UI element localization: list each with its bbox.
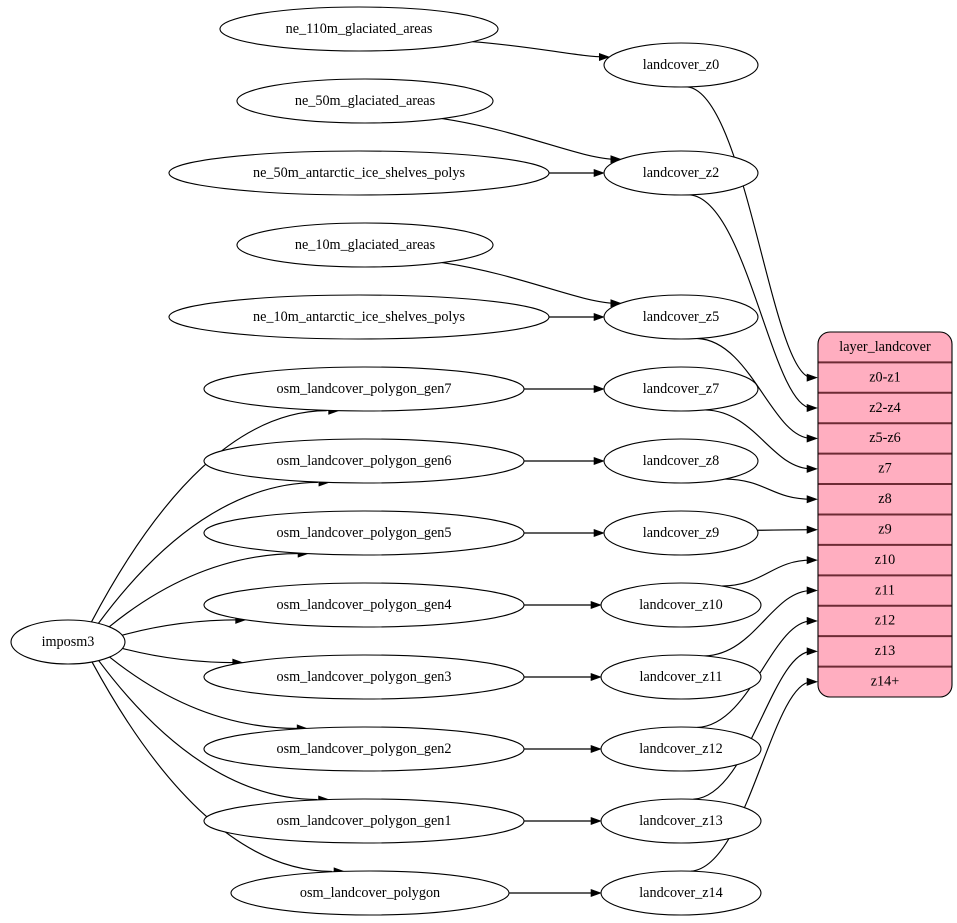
edge-landcover_z13-to-layer_landcover-z13 <box>693 647 818 800</box>
edge-osm_landcover_polygon_gen7-to-landcover_z7 <box>524 384 605 394</box>
node-osm_landcover_polygon[interactable]: osm_landcover_polygon <box>230 870 510 916</box>
node-imposm3[interactable]: imposm3 <box>10 619 126 665</box>
node-landcover_z13[interactable]: landcover_z13 <box>600 798 762 844</box>
node-ne_50m_antarctic_ice_shelves_polys[interactable]: ne_50m_antarctic_ice_shelves_polys <box>168 150 550 196</box>
node-landcover_z0[interactable]: landcover_z0 <box>603 42 759 88</box>
node-osm_landcover_polygon_gen7[interactable]: osm_landcover_polygon_gen7 <box>203 366 525 412</box>
node-osm_landcover_polygon_gen1[interactable]: osm_landcover_polygon_gen1 <box>203 798 525 844</box>
edge-landcover_z11-to-layer_landcover-z11 <box>704 586 818 657</box>
node-layer-landcover[interactable]: layer_landcoverz0-z1z2-z4z5-z6z7z8z9z10z… <box>817 331 953 698</box>
node-landcover_z11[interactable]: landcover_z11 <box>600 654 762 700</box>
node-osm_landcover_polygon_gen4[interactable]: osm_landcover_polygon_gen4 <box>203 582 525 628</box>
edge-osm_landcover_polygon_gen3-to-landcover_z11 <box>524 672 602 682</box>
node-landcover_z14[interactable]: landcover_z14 <box>600 870 762 916</box>
node-osm_landcover_polygon_gen6[interactable]: osm_landcover_polygon_gen6 <box>203 438 525 484</box>
edge-landcover_z14-to-layer_landcover-z14- <box>690 677 818 872</box>
edge-osm_landcover_polygon_gen2-to-landcover_z12 <box>523 744 602 754</box>
edge-landcover_z0-to-layer_landcover-z0-z1 <box>687 86 818 382</box>
node-landcover_z10[interactable]: landcover_z10 <box>600 582 762 628</box>
edge-landcover_z9-to-layer_landcover-z9 <box>757 525 818 534</box>
edge-ne_10m_antarctic_ice_shelves_polys-to-landcover_z5 <box>549 312 605 322</box>
edge-landcover_z7-to-layer_landcover-z7 <box>705 409 818 473</box>
edge-osm_landcover_polygon_gen4-to-landcover_z10 <box>524 600 602 610</box>
node-osm_landcover_polygon_gen3[interactable]: osm_landcover_polygon_gen3 <box>203 654 525 700</box>
edge-osm_landcover_polygon-to-landcover_z14 <box>508 888 602 898</box>
node-ne_10m_antarctic_ice_shelves_polys[interactable]: ne_10m_antarctic_ice_shelves_polys <box>168 294 550 340</box>
node-landcover_z7[interactable]: landcover_z7 <box>603 366 759 412</box>
edge-ne_110m_glaciated_areas-to-landcover_z0 <box>472 41 611 62</box>
node-ne_110m_glaciated_areas[interactable]: ne_110m_glaciated_areas <box>219 6 499 52</box>
node-landcover_z8[interactable]: landcover_z8 <box>603 438 759 484</box>
edge-landcover_z2-to-layer_landcover-z2-z4 <box>689 194 818 413</box>
node-landcover_z12[interactable]: landcover_z12 <box>600 726 762 772</box>
node-landcover_z9[interactable]: landcover_z9 <box>603 510 759 556</box>
node-osm_landcover_polygon_gen5[interactable]: osm_landcover_polygon_gen5 <box>203 510 525 556</box>
edge-osm_landcover_polygon_gen1-to-landcover_z13 <box>524 816 602 826</box>
node-ne_50m_glaciated_areas[interactable]: ne_50m_glaciated_areas <box>236 78 494 124</box>
edge-imposm3-to-osm_landcover_polygon_gen3 <box>122 647 244 667</box>
edge-imposm3-to-osm_landcover_polygon_gen4 <box>122 615 247 636</box>
edge-osm_landcover_polygon_gen6-to-landcover_z8 <box>524 456 605 466</box>
node-ne_10m_glaciated_areas[interactable]: ne_10m_glaciated_areas <box>236 222 494 268</box>
node-osm_landcover_polygon_gen2[interactable]: osm_landcover_polygon_gen2 <box>203 726 525 772</box>
edge-landcover_z8-to-layer_landcover-z8 <box>724 478 818 504</box>
layer-landcover-table: layer_landcoverz0-z1z2-z4z5-z6z7z8z9z10z… <box>817 331 953 698</box>
edge-landcover_z5-to-layer_landcover-z5-z6 <box>697 337 818 443</box>
node-landcover_z5[interactable]: landcover_z5 <box>603 294 759 340</box>
nodes-layer: imposm3 ne_110m_glaciated_areas ne_50m_gla… <box>10 6 762 916</box>
edge-landcover_z10-to-layer_landcover-z10 <box>721 556 818 587</box>
edge-ne_50m_antarctic_ice_shelves_polys-to-landcover_z2 <box>549 168 605 178</box>
node-landcover_z2[interactable]: landcover_z2 <box>603 150 759 196</box>
edge-osm_landcover_polygon_gen5-to-landcover_z9 <box>524 528 605 538</box>
